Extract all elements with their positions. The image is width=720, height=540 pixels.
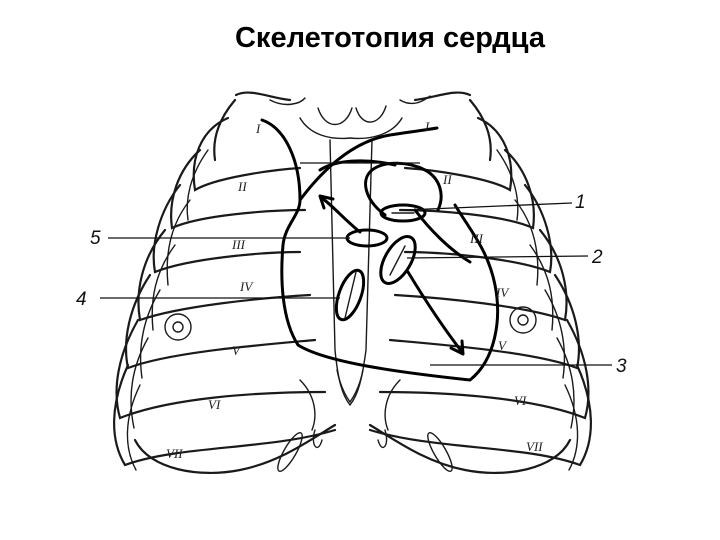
left-ribs: [114, 100, 335, 473]
heart-valves: [331, 205, 425, 323]
right-ribs: [370, 100, 591, 473]
rib-label-left-7: VII: [166, 446, 183, 461]
marker-3: 3: [616, 356, 627, 377]
marker-1: 1: [575, 192, 586, 213]
rib-label-right-4: IV: [495, 285, 510, 300]
rib-label-right-5: V: [498, 338, 508, 353]
rib-label-right-3: III: [469, 231, 484, 246]
rib-label-right-7: VII: [526, 439, 543, 454]
leader-lines: [100, 163, 612, 365]
left-rib-labels: I II III IV V VI VII: [166, 121, 261, 461]
rib-label-left-1: I: [255, 121, 261, 136]
marker-2: 2: [591, 247, 603, 268]
rib-label-left-3: III: [231, 237, 246, 252]
nipple-right: [510, 307, 536, 333]
rib-label-left-2: II: [237, 179, 247, 194]
costal-margins: [274, 380, 456, 474]
clavicles: [236, 93, 470, 125]
marker-5: 5: [90, 228, 101, 249]
rib-label-left-6: VI: [208, 397, 221, 412]
rib-label-left-5: V: [232, 343, 242, 358]
rib-label-left-4: IV: [239, 279, 254, 294]
right-rib-labels: I II III IV V VI VII: [424, 119, 543, 454]
rib-label-right-6: VI: [514, 393, 527, 408]
rib-label-right-2: II: [442, 172, 452, 187]
marker-4: 4: [76, 289, 87, 310]
nipple-left: [165, 314, 191, 340]
rib-label-right-1: I: [424, 119, 430, 134]
